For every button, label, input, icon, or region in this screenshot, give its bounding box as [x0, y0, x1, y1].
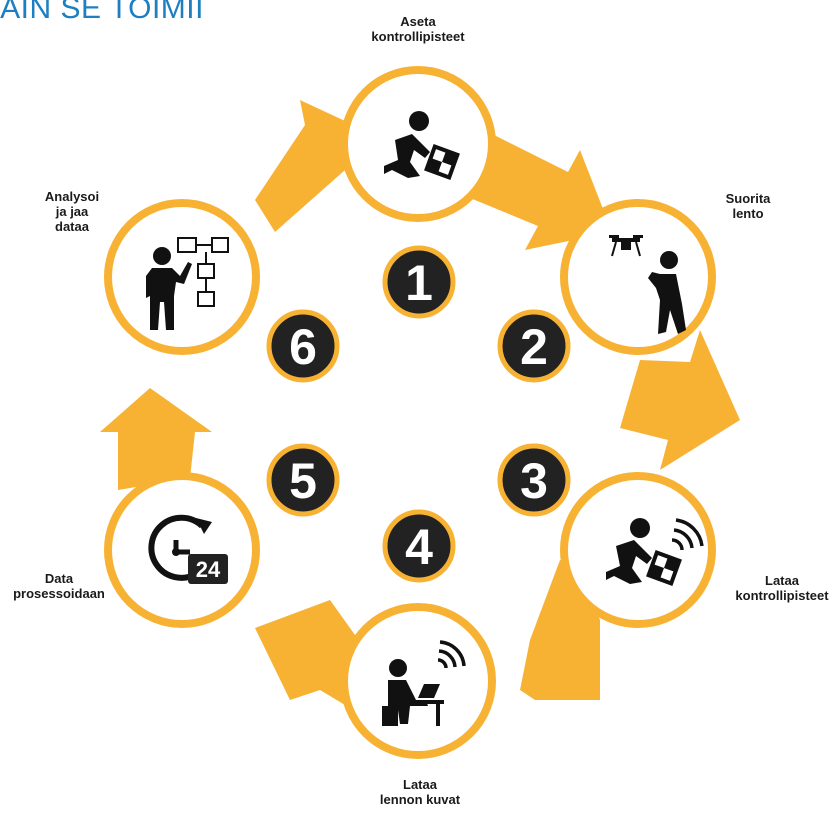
step-circle-2 — [560, 199, 716, 355]
step-number-3: 3 — [520, 453, 548, 509]
person-uploading-marker-wifi-icon — [606, 518, 704, 586]
arrow-4-to-5 — [255, 600, 355, 705]
step-number-6: 6 — [289, 319, 317, 375]
step-number-1: 1 — [405, 255, 433, 311]
arrow-6-to-1 — [255, 100, 365, 232]
step-label-3-line-1: Lataa — [765, 573, 799, 588]
step-number-5: 5 — [289, 453, 317, 509]
step-label-4-line-1: Lataa — [403, 777, 437, 792]
svg-text:24: 24 — [196, 557, 221, 582]
step-label-6: Analysoi ja jaa dataa — [32, 189, 112, 234]
step-label-6-line-3: dataa — [55, 219, 89, 234]
step-label-2-line-2: lento — [732, 206, 764, 221]
step-label-2-line-1: Suorita — [725, 191, 771, 206]
step-label-4-line-2: lennon kuvat — [379, 792, 461, 807]
person-kneeling-with-checkerboard-marker-icon — [384, 111, 460, 180]
arrow-2-to-3 — [620, 330, 740, 470]
arrow-1-to-2 — [470, 132, 612, 250]
step-circle-6 — [104, 199, 260, 355]
page-title: NÄIN SE TOIMII — [0, 0, 204, 25]
step-label-3: Lataa kontrollipisteet — [722, 573, 840, 603]
step-badge-4: 4 — [382, 509, 456, 583]
arrow-5-to-6 — [100, 388, 212, 490]
step-number-4: 4 — [405, 519, 433, 575]
step-number-2: 2 — [520, 319, 548, 375]
step-label-1-line-1: Aseta — [400, 14, 436, 29]
step-circle-5: 24 — [104, 472, 260, 628]
step-circle-3 — [560, 472, 716, 628]
step-label-3-line-2: kontrollipisteet — [735, 588, 829, 603]
clock-24-hours-icon: 24 — [148, 514, 228, 584]
step-label-5-line-1: Data — [44, 571, 74, 586]
step-label-4: Lataa lennon kuvat — [370, 777, 470, 807]
step-label-6-line-2: ja jaa — [55, 204, 89, 219]
step-badge-6: 6 — [266, 309, 340, 383]
step-badge-1: 1 — [382, 245, 456, 319]
step-label-5: Data prosessoidaan — [4, 571, 114, 601]
cycle-arrows — [100, 100, 740, 705]
person-at-laptop-wifi-icon — [382, 640, 466, 726]
person-presenting-flowchart-icon — [146, 237, 229, 330]
step-label-5-line-2: prosessoidaan — [13, 586, 105, 601]
step-label-1-line-2: kontrollipisteet — [371, 29, 465, 44]
step-badge-2: 2 — [497, 309, 571, 383]
step-label-1: Aseta kontrollipisteet — [358, 14, 478, 44]
step-badge-3: 3 — [497, 443, 571, 517]
step-label-2: Suorita lento — [708, 191, 788, 221]
step-circle-4 — [340, 603, 496, 759]
step-label-6-line-1: Analysoi — [44, 189, 100, 204]
step-circle-1 — [340, 66, 496, 222]
person-flying-drone-icon — [609, 235, 686, 334]
step-badge-5: 5 — [266, 443, 340, 517]
